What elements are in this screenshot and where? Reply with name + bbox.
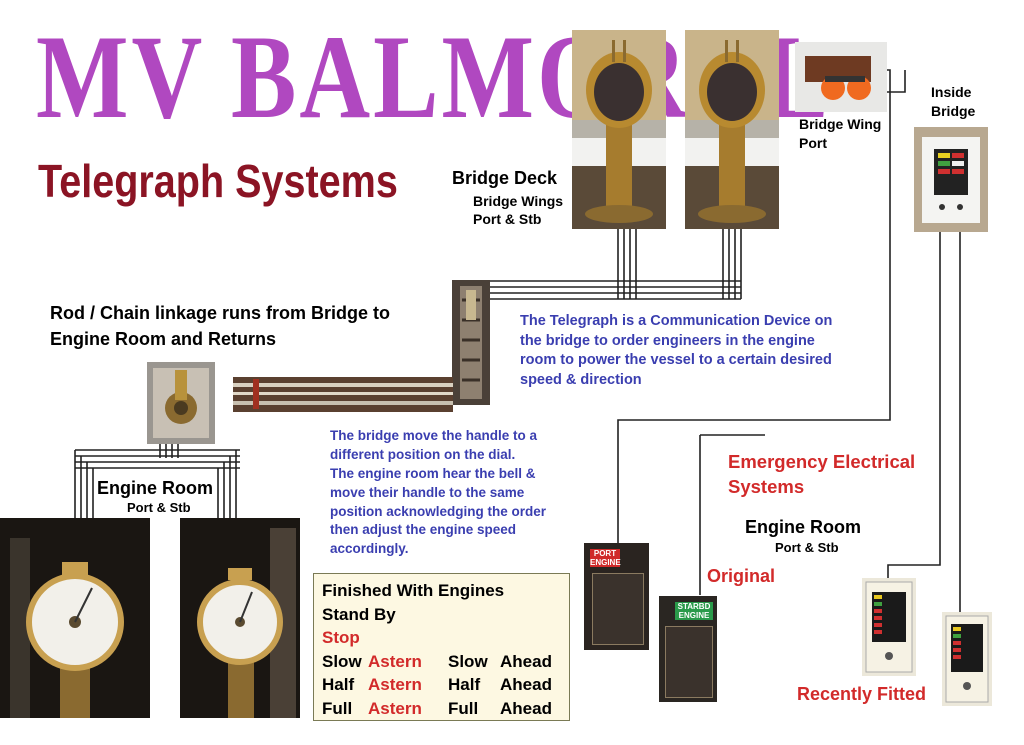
telegraph-description: The Telegraph is a Communication Device … [520,312,832,390]
label-bridge-wing: Bridge Wing [799,116,882,132]
operation-description: The bridge move the handle to a differen… [330,427,546,559]
order-row: Slow Astern Slow Ahead [322,650,563,674]
recently-fitted-panel-photo-1 [862,578,916,676]
bridge-telegraph-photo-stb [685,30,779,229]
operation-description-line: then adjust the engine speed [330,522,517,538]
order-ahead: Ahead [500,651,552,671]
port-engine-panel-photo: PORT ENGINE [584,543,649,650]
operation-description-line: accordingly. [330,541,409,557]
operation-description-line: The engine room hear the bell & [330,465,536,481]
label-engine-room-left: Engine Room [97,478,213,498]
label-linkage-1: Rod / Chain linkage runs from Bridge to [50,303,391,323]
label-port: Port [799,135,827,151]
telegraph-orders-box: Finished With Engines Stand By Stop Slow… [313,573,570,721]
order-speed-ahead: Half [448,675,481,695]
bridge-telegraph-photo-port [572,30,666,229]
order-ahead: Ahead [500,675,552,695]
stbd-panel-label-2: ENGINE [678,611,710,620]
label-bridge-wings: Bridge Wings [473,193,564,209]
order-speed-ahead: Slow [448,651,488,671]
order-speed-astern: Slow [322,651,362,671]
order-speed-astern: Full [322,698,353,718]
order-astern: Astern [368,698,422,718]
label-emergency-electrical: Emergency Electrical Systems [728,450,915,500]
label-engine-room-right-sub: Port & Stb [775,540,839,555]
label-linkage-2: Engine Room and Returns [50,329,277,349]
order-stop: Stop [322,628,360,648]
bridge-wing-port-photo [795,42,887,112]
label-engine-room-right: Engine Room [745,517,861,537]
operation-description-line: The bridge move the handle to a [330,428,538,443]
label-bridge-deck: Bridge Deck [452,168,558,188]
label-emergency-line-1: Emergency Electrical [728,451,916,472]
telegraph-description-line: The Telegraph is a Communication Device … [520,313,833,329]
recently-fitted-panel-photo-2 [942,612,992,706]
label-inside: Inside [931,84,972,100]
label-recently-fitted: Recently Fitted [797,684,927,704]
order-stand-by: Stand By [322,604,396,624]
label-bridge: Bridge [931,103,976,119]
page-subtitle: Telegraph Systems [38,155,398,207]
inside-bridge-panel-photo [914,127,988,232]
linkage-photo-upper [452,280,490,405]
label-port-stb-bridge: Port & Stb [473,211,542,227]
telegraph-description-line: room to power the vessel to a certain de… [520,352,832,369]
stbd-engine-panel-photo: STARBD ENGINE [659,596,717,702]
operation-description-line: move their handle to the same [330,484,525,500]
telegraph-description-line: the bridge to order engineers in the eng… [520,332,815,349]
order-ahead: Ahead [500,698,552,718]
operation-description-line: different position on the dial. [330,446,516,462]
order-row: Half Astern Half Ahead [322,673,563,697]
label-emergency-line-2: Systems [728,475,805,497]
label-engine-room-left-sub: Port & Stb [127,500,191,515]
order-astern: Astern [368,651,422,671]
linkage-block-photo [147,362,215,444]
order-speed-ahead: Full [448,698,479,718]
engine-room-telegraph-photo-port [0,518,150,718]
label-original: Original [707,566,776,586]
stbd-panel-label-1: STARBD [677,602,711,611]
operation-description-line: position acknowledging the order [330,503,547,519]
order-row: Full Astern Full Ahead [322,697,563,721]
engine-room-telegraph-photo-stb [180,518,300,718]
telegraph-description-line: speed & direction [520,371,642,388]
port-panel-label-2: ENGINE [590,558,621,567]
order-speed-astern: Half [322,675,355,695]
port-panel-label-1: PORT [593,549,617,558]
order-finished-with-engines: Finished With Engines [322,581,505,600]
order-astern: Astern [368,675,422,695]
rod-photo [233,377,453,412]
